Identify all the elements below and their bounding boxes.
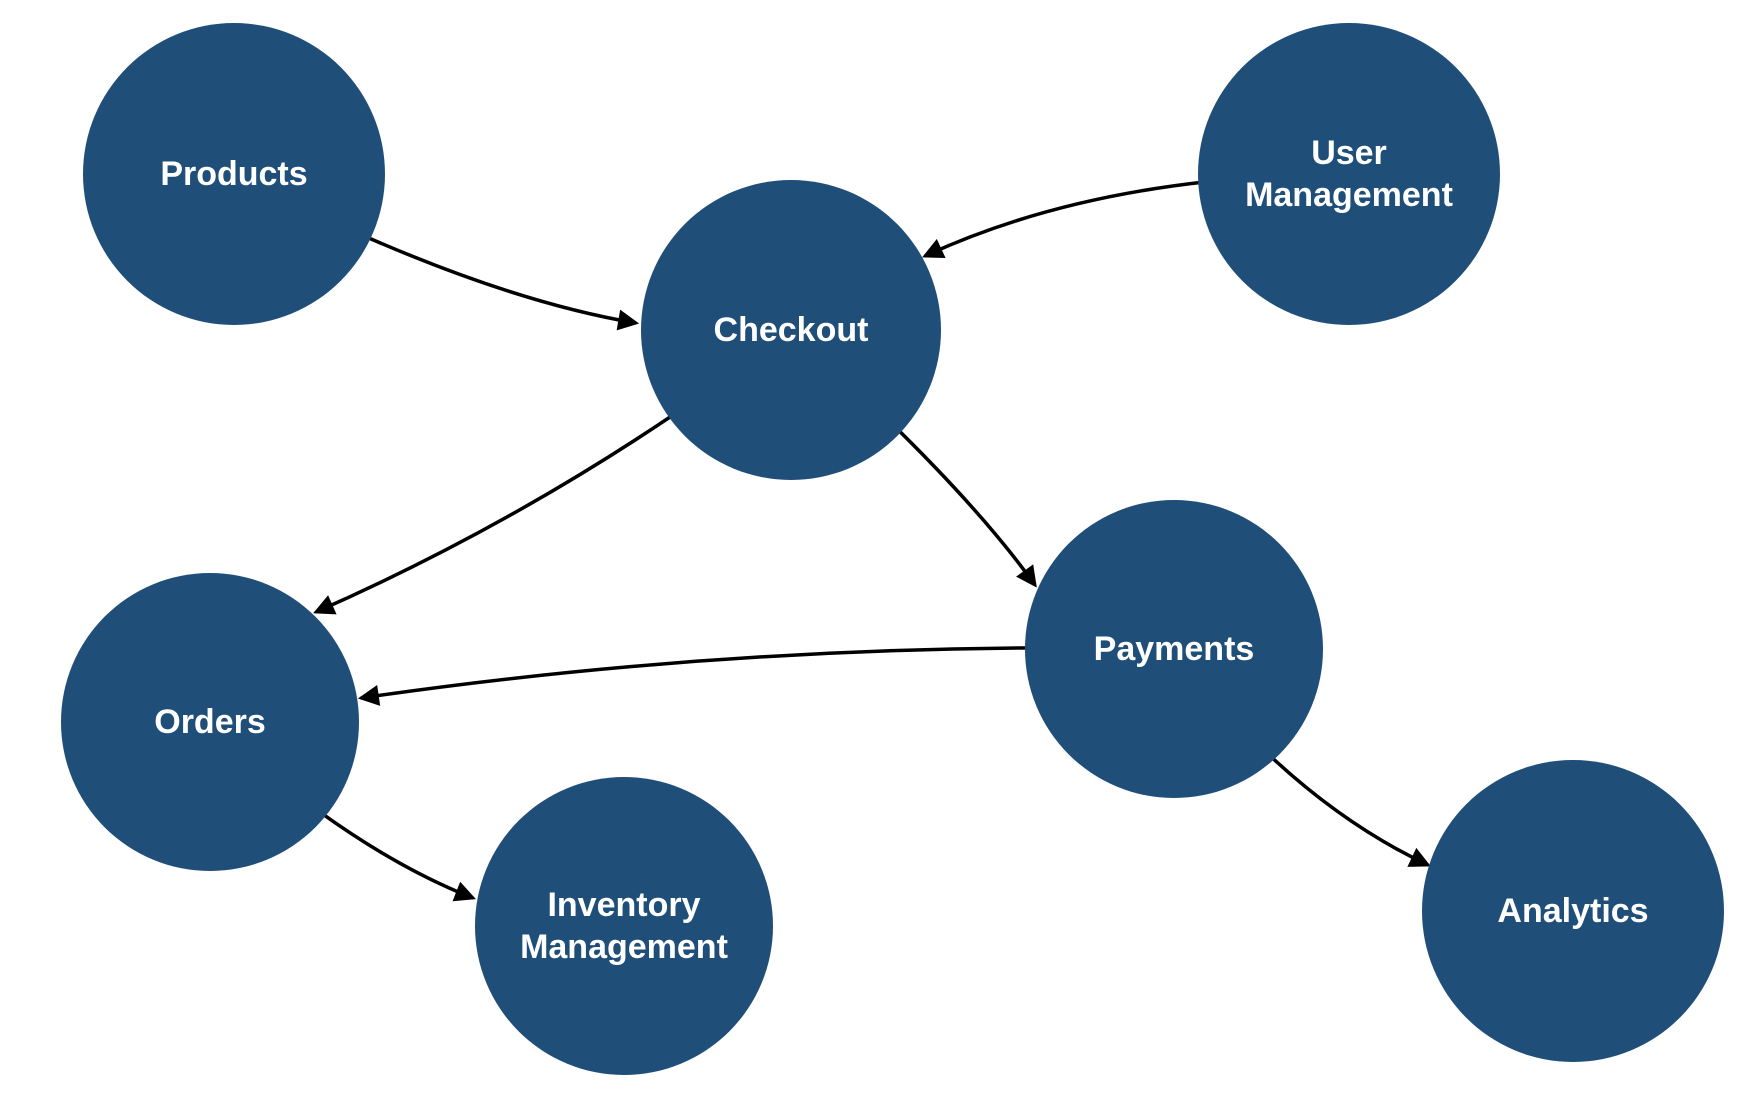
- node-products: [83, 23, 385, 325]
- nodes-layer: [61, 23, 1724, 1075]
- node-payments: [1025, 500, 1323, 798]
- node-orders: [61, 573, 359, 871]
- node-user-management: [1198, 23, 1500, 325]
- node-payments-label: Payments: [1094, 630, 1255, 668]
- node-checkout: [641, 180, 941, 480]
- node-checkout-label: Checkout: [714, 311, 869, 349]
- node-inventory-management: [475, 777, 773, 1075]
- node-analytics-label: Analytics: [1497, 892, 1648, 930]
- node-products-label: Products: [160, 155, 307, 193]
- node-analytics: [1422, 760, 1724, 1062]
- node-orders-label: Orders: [154, 703, 266, 741]
